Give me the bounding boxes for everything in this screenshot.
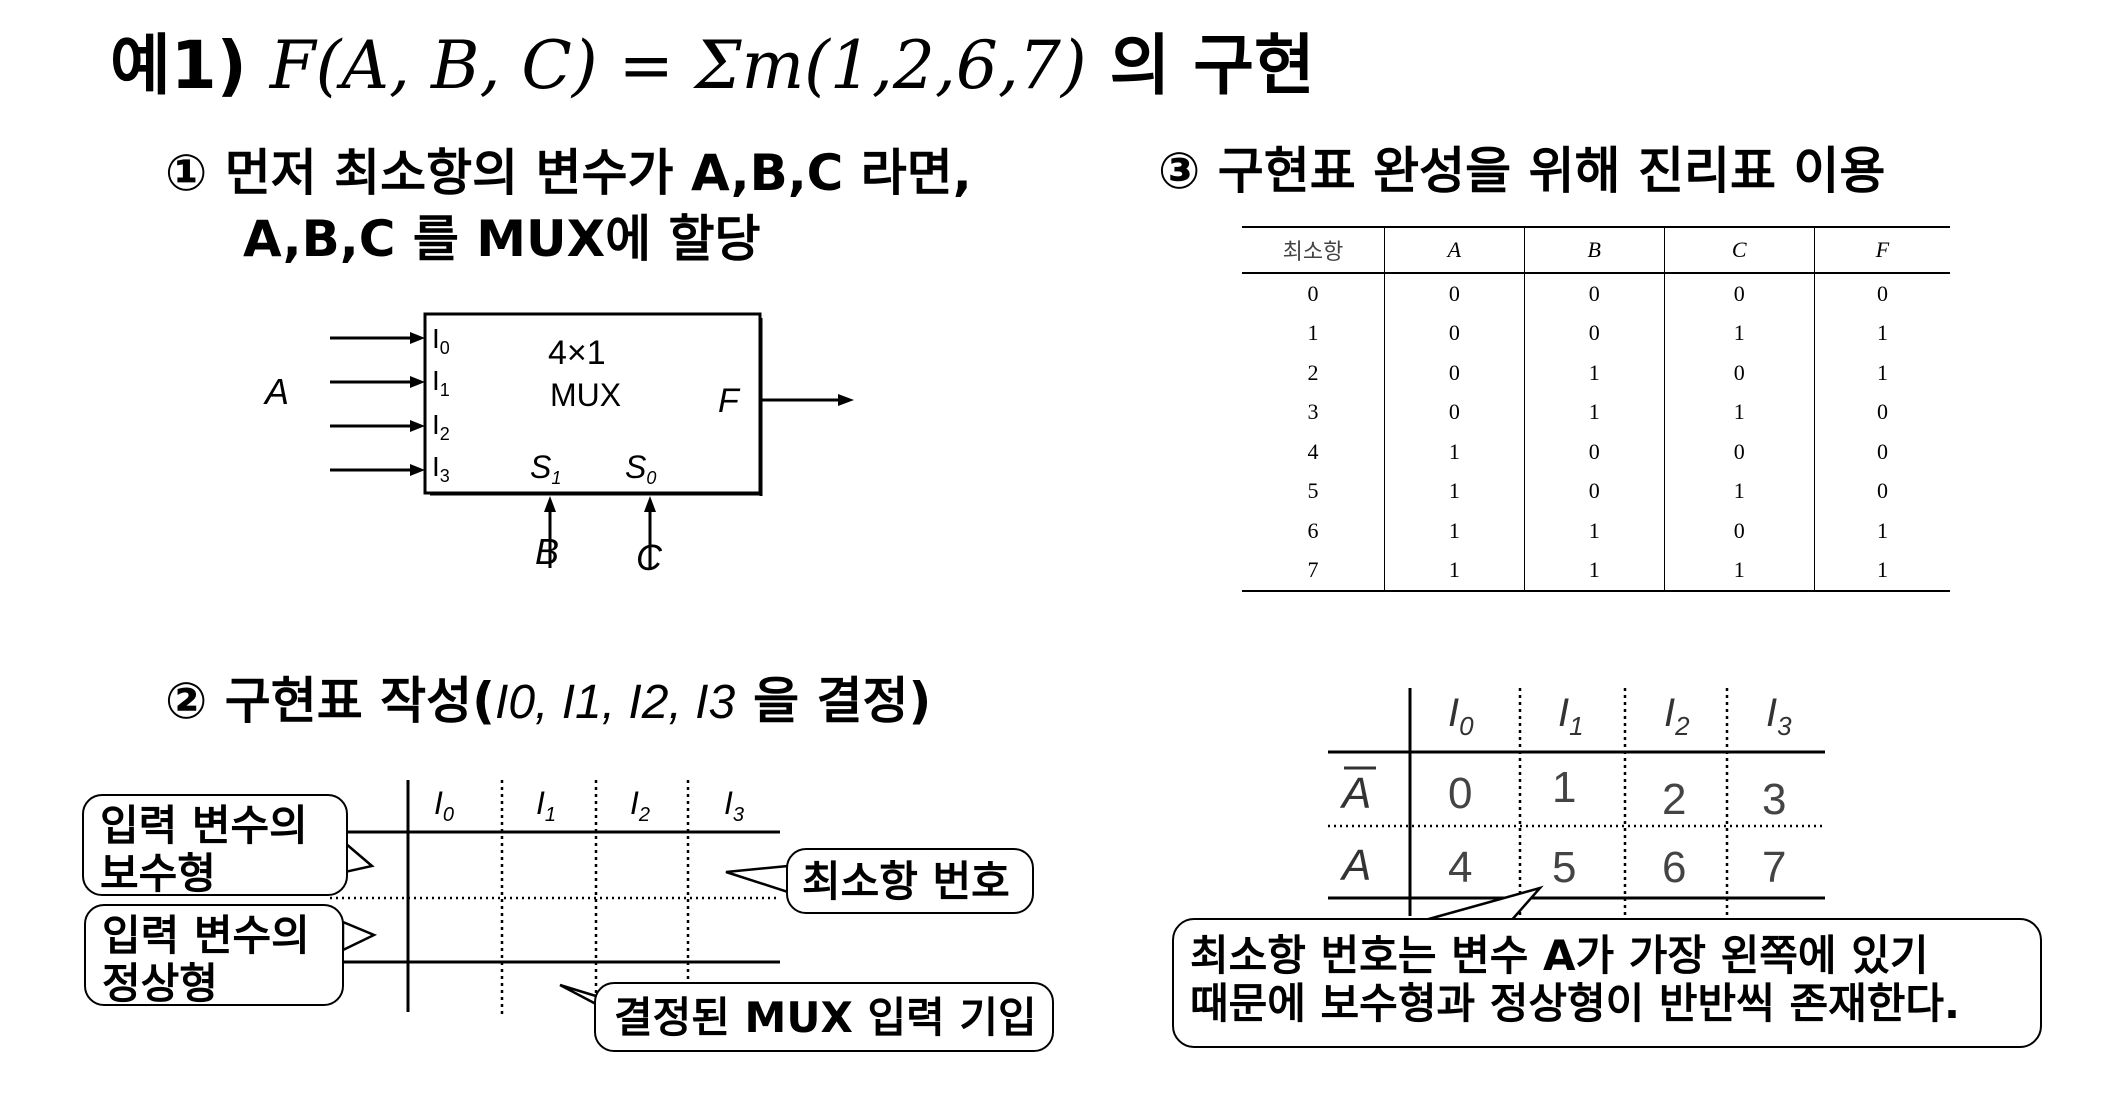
tt-cell: 0 xyxy=(1813,471,1950,511)
tt-cell: 2 xyxy=(1307,359,1319,385)
tt-cell: 1 xyxy=(1813,313,1950,353)
tt-cell: 1 xyxy=(1384,511,1525,551)
callout-mux-input: 결정된 MUX 입력 기입 xyxy=(594,982,1054,1052)
impl-cell: 5 xyxy=(1552,843,1576,892)
tt-cell: 1 xyxy=(1523,392,1665,432)
tt-cell: 6 xyxy=(1307,517,1319,543)
mux-s0: S0 xyxy=(625,449,656,488)
step2-heading: ② 구현표 작성(I0, I1, I2, I3 을 결정) xyxy=(165,668,931,736)
tt-cell: 0 xyxy=(1307,280,1319,306)
impl-cell: 0 xyxy=(1448,769,1472,818)
tt-cell: 1 xyxy=(1813,511,1950,551)
impl-row-label-complement: A xyxy=(1339,769,1371,818)
template-table: I0 I1 I2 I3 xyxy=(330,780,780,1014)
note-line: 최소항 번호는 변수 A가 가장 왼쪽에 있기 xyxy=(1190,931,1929,980)
mux-input-var: A xyxy=(263,371,289,412)
tt-cell: 0 xyxy=(1813,392,1950,432)
tt-header: A xyxy=(1384,226,1525,274)
tt-cell: 0 xyxy=(1663,273,1815,314)
tt-cell: 5 xyxy=(1307,478,1319,504)
tt-cell: 4 xyxy=(1307,438,1319,464)
tt-cell: 1 xyxy=(1523,550,1665,592)
tt-cell: 3 xyxy=(1307,399,1319,425)
step2-close: 을 결정) xyxy=(753,672,932,730)
tt-cell: 0 xyxy=(1384,273,1525,314)
impl-cell: 1 xyxy=(1552,763,1576,812)
tt-cell: 0 xyxy=(1813,273,1950,314)
tt-cell: 1 xyxy=(1384,471,1525,511)
step1-heading: ① 먼저 최소항의 변수가 A,B,C 라면, A,B,C 를 MUX에 할당 xyxy=(165,140,972,272)
callout-complement: 입력 변수의 보수형 xyxy=(82,794,348,898)
mux-select-var-b: B xyxy=(535,531,559,572)
tt-cell: 0 xyxy=(1663,353,1815,393)
impl-cell: 4 xyxy=(1448,843,1472,892)
title-formula: F(A, B, C) = Σm(1,2,6,7) xyxy=(269,27,1087,104)
tt-cell: 0 xyxy=(1523,471,1665,511)
tt-cell: 1 xyxy=(1663,550,1815,592)
tt-cell: 0 xyxy=(1523,432,1665,472)
tt-cell: 0 xyxy=(1523,313,1665,353)
mux-select-var-c: C xyxy=(636,537,663,578)
tt-cell: 0 xyxy=(1813,432,1950,472)
tt-header: F xyxy=(1813,226,1950,274)
tt-header: B xyxy=(1523,226,1665,274)
callout-minterm: 최소항 번호 xyxy=(786,848,1034,914)
impl-row-label-normal: A xyxy=(1339,841,1371,890)
tt-cell: 1 xyxy=(1523,511,1665,551)
select-arrow-icon xyxy=(544,496,556,512)
tt-cell: 1 xyxy=(1523,353,1665,393)
title-prefix: 예1) xyxy=(110,27,247,104)
step1-line2: A,B,C 를 MUX에 할당 xyxy=(243,210,761,268)
tt-cell: 1 xyxy=(1384,550,1525,592)
impl-cell: 2 xyxy=(1662,775,1686,824)
title-suffix: 의 구현 xyxy=(1109,27,1315,104)
tt-cell: 1 xyxy=(1663,392,1815,432)
tt-cell: 1 xyxy=(1384,432,1525,472)
note-callout: 최소항 번호는 변수 A가 가장 왼쪽에 있기 때문에 보수형과 정상형이 반반… xyxy=(1172,918,2042,1048)
mux-size: 4×1 xyxy=(548,334,606,372)
step2-label: ② 구현표 작성( xyxy=(165,672,495,730)
tt-header: 최소항 xyxy=(1242,226,1385,274)
output-arrow-icon xyxy=(838,394,854,406)
mux-name: MUX xyxy=(550,377,621,413)
tt-cell: 0 xyxy=(1384,313,1525,353)
tt-cell: 1 xyxy=(1813,353,1950,393)
tt-cell: 0 xyxy=(1384,353,1525,393)
mux-diagram: A I0 I1 I2 I3 4×1 MUX F S1 S0 B C xyxy=(263,312,854,578)
impl-cell: 7 xyxy=(1762,843,1786,892)
select-arrow-icon xyxy=(644,496,656,512)
tt-cell: 7 xyxy=(1242,550,1385,592)
callout-normal: 입력 변수의 정상형 xyxy=(84,904,344,1008)
tt-cell: 1 xyxy=(1813,550,1950,592)
impl-cell: 6 xyxy=(1662,843,1686,892)
tt-header: C xyxy=(1663,226,1815,274)
step2-vars: I0, I1, I2, I3 xyxy=(495,676,736,729)
tt-cell: 1 xyxy=(1307,320,1319,346)
tt-cell: 0 xyxy=(1523,273,1665,314)
step1-line1: ① 먼저 최소항의 변수가 A,B,C 라면, xyxy=(165,144,972,202)
page-title: 예1) F(A, B, C) = Σm(1,2,6,7) 의 구현 xyxy=(110,12,1315,108)
tt-cell: 0 xyxy=(1384,392,1525,432)
step3-heading: ③ 구현표 완성을 위해 진리표 이용 xyxy=(1158,142,1886,200)
impl-cell: 3 xyxy=(1762,775,1786,824)
tt-cell: 1 xyxy=(1663,471,1815,511)
tt-cell: 0 xyxy=(1663,432,1815,472)
tt-cell: 1 xyxy=(1663,313,1815,353)
mux-output-label: F xyxy=(718,382,741,420)
note-line: 때문에 보수형과 정상형이 반반씩 존재한다. xyxy=(1190,979,1960,1028)
mux-input-arrows xyxy=(330,336,412,472)
tt-cell: 0 xyxy=(1663,511,1815,551)
implementation-table: I0 I1 I2 I3 A A 0 1 2 3 4 5 6 7 xyxy=(1328,688,1825,916)
